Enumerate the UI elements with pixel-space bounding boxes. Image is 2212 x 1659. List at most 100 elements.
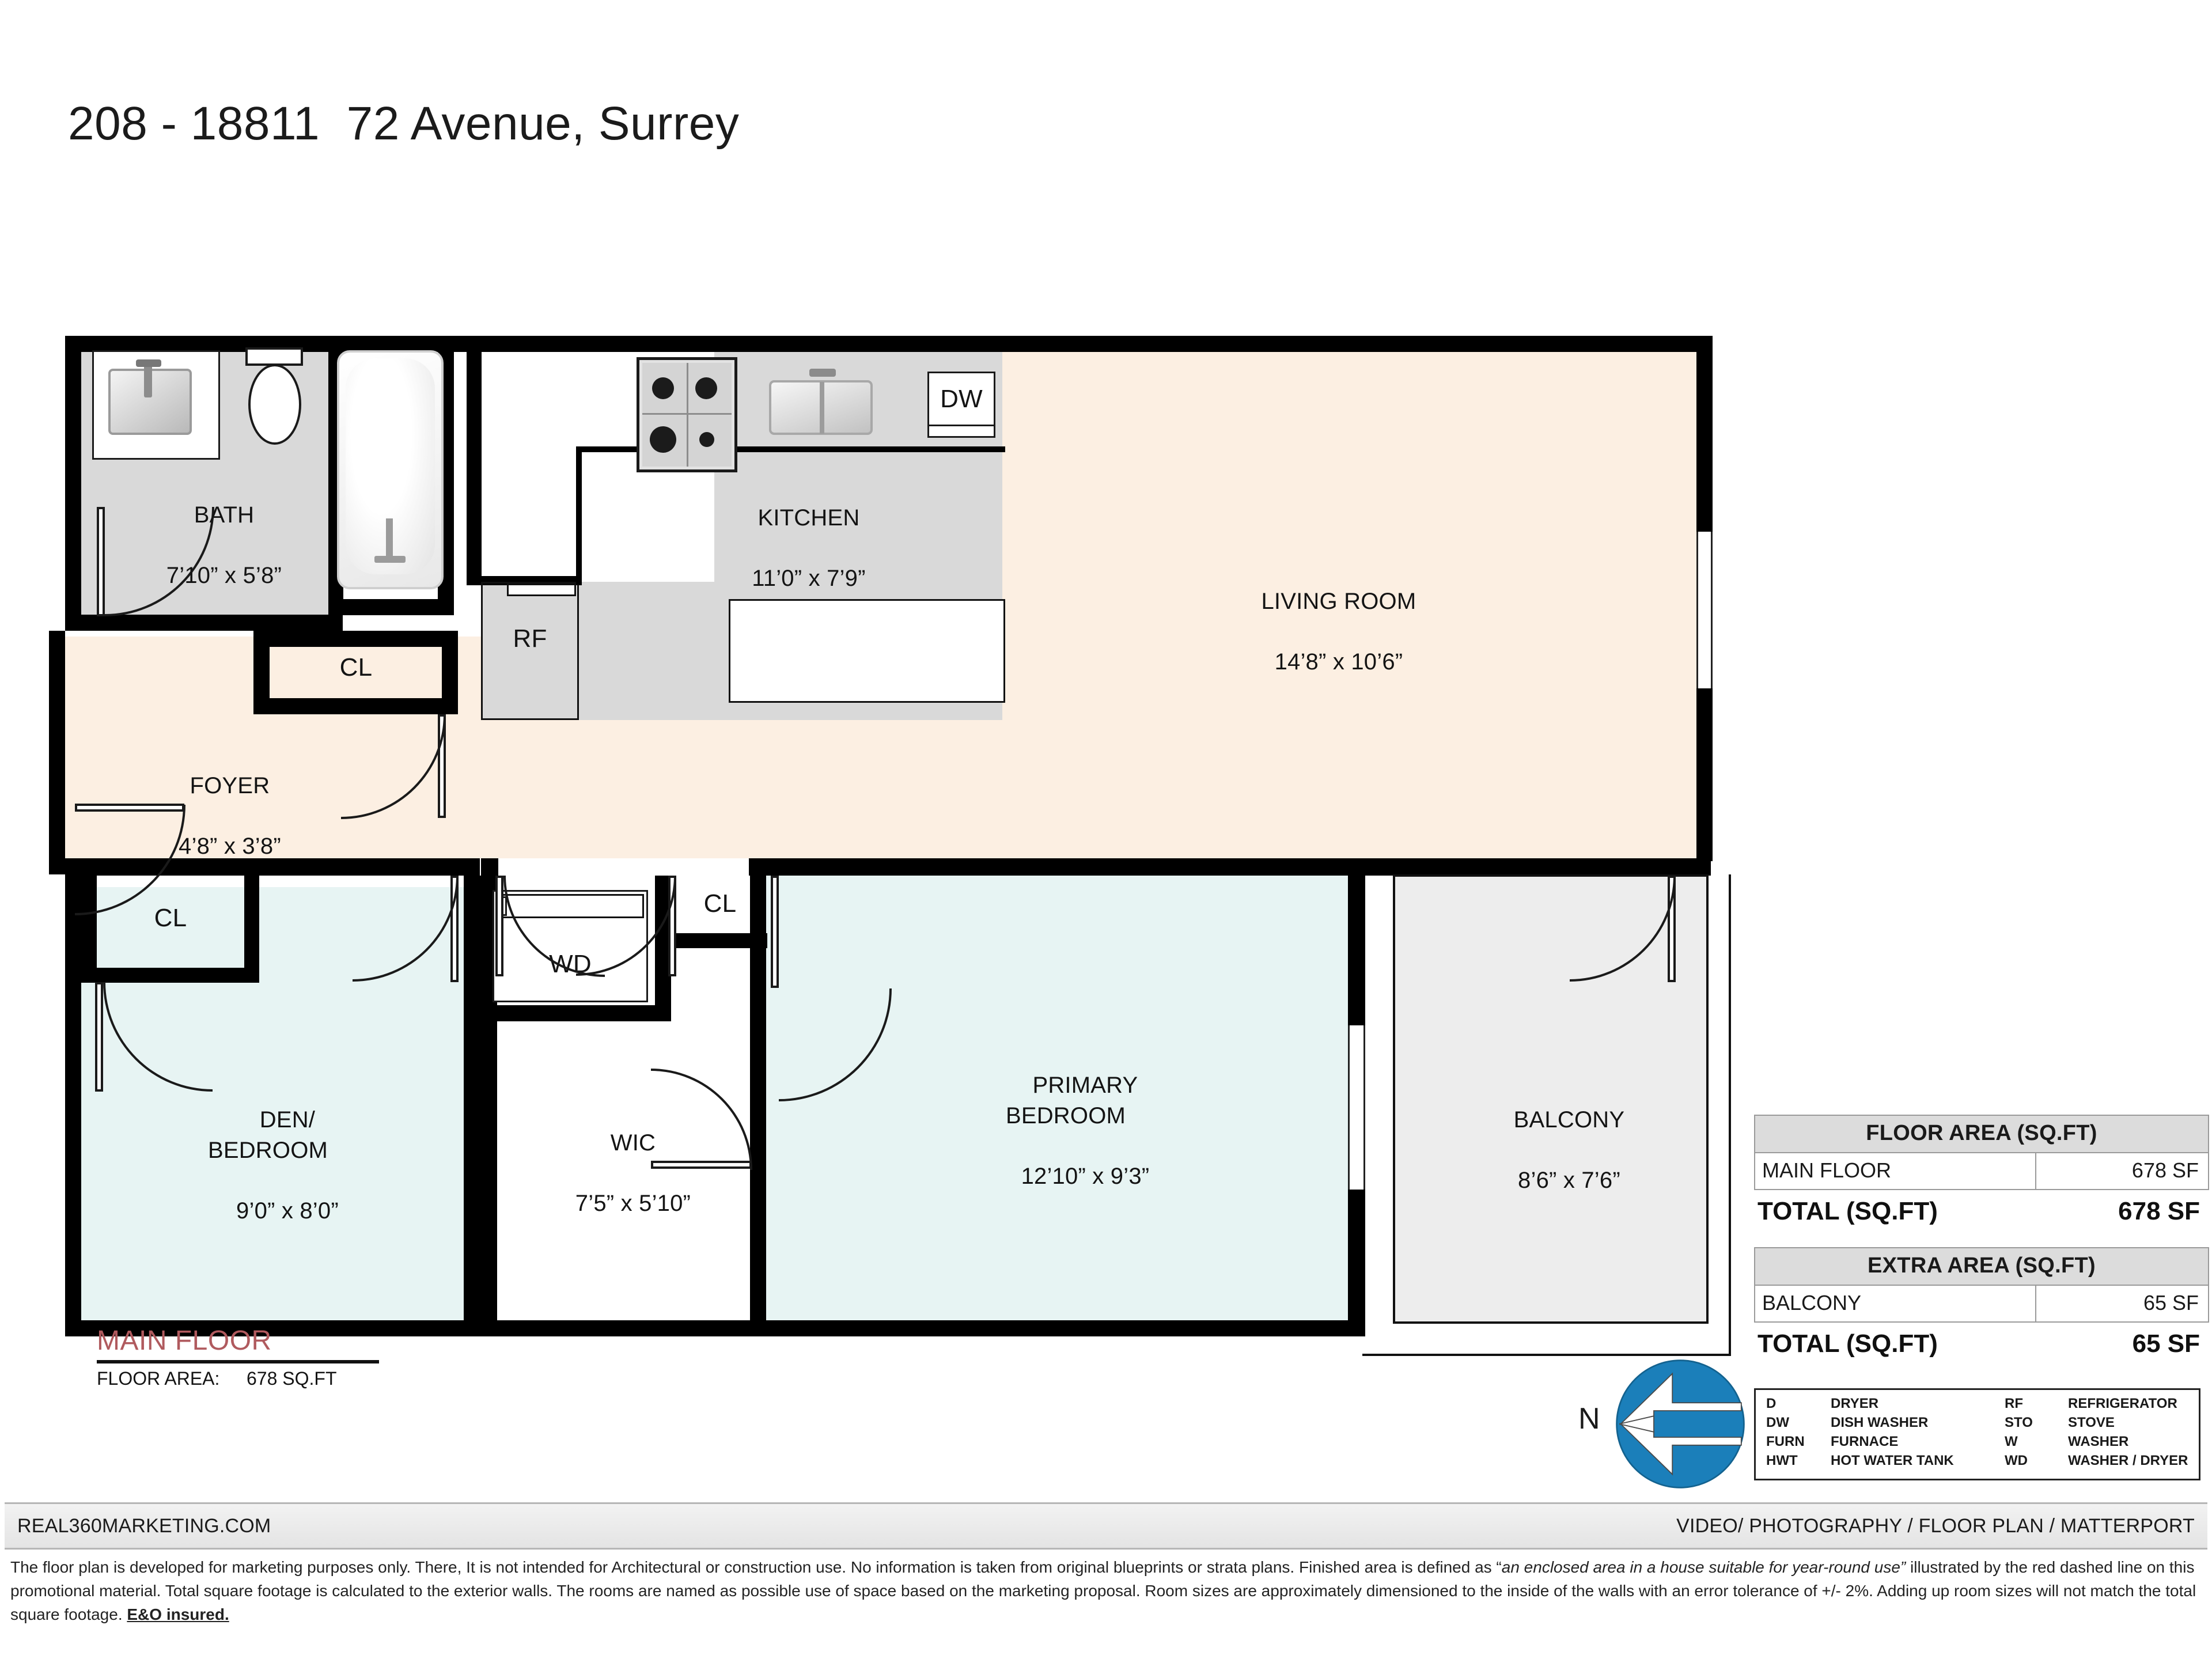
legend-key-furn: FURN	[1766, 1434, 1805, 1449]
extra-area-total-row: TOTAL (SQ.FT) 65 SF	[1754, 1323, 2209, 1361]
disclaimer-part-2: illustrated by the red dashed line on th…	[10, 1558, 2196, 1624]
wall-den-closet-bottom	[81, 968, 259, 983]
room-dims-balcony: 8’6” x 7’6”	[1518, 1168, 1620, 1194]
legend-val-furn: FURNACE	[1831, 1434, 1899, 1449]
room-name-kitchen: KITCHEN	[757, 505, 860, 531]
wall-exterior-bottom	[65, 1320, 1364, 1336]
extra-area-total-value: 65 SF	[2132, 1330, 2200, 1358]
room-label-primary: PRIMARY BEDROOM 12’10” x 9’3”	[864, 1040, 1267, 1222]
legend-val-wd: WASHER / DRYER	[2068, 1453, 2188, 1468]
dishwasher-icon	[927, 372, 995, 438]
room-dims-bath: 7’10” x 5’8”	[166, 563, 282, 589]
kitchen-counter-edge-top	[576, 446, 1005, 452]
room-label-wic: WIC 7’5” x 5’10”	[487, 1097, 740, 1249]
room-label-den: DEN/ BEDROOM 9’0” x 8’0”	[144, 1074, 392, 1257]
burner-4	[699, 432, 714, 447]
balcony-railing-inner	[1393, 874, 1709, 1324]
extra-area-table: EXTRA AREA (SQ.FT) BALCONY 65 SF TOTAL (…	[1754, 1247, 2209, 1361]
footer-bar: REAL360MARKETING.COM VIDEO/ PHOTOGRAPHY …	[5, 1502, 2207, 1550]
entry-door-leaf	[75, 804, 184, 812]
closet-label-den: CL	[154, 904, 187, 932]
sink-tap-bar-icon	[136, 359, 161, 367]
room-name-wic: WIC	[610, 1130, 656, 1156]
abbreviation-legend: D DRYER RF REFRIGERATOR DW DISH WASHER S…	[1754, 1388, 2200, 1480]
legend-key-w: W	[2005, 1434, 2018, 1449]
wall-primary-bedroom-top	[766, 858, 1364, 876]
toilet-tank	[245, 347, 303, 366]
refrigerator-handle	[507, 584, 576, 596]
kitchen-sink-divider	[820, 382, 824, 434]
wall-tub-bottom	[328, 599, 452, 615]
wall-hall-top-right	[749, 858, 767, 876]
wall-foyer-closet-right	[442, 631, 458, 714]
refrigerator-outline	[481, 582, 579, 720]
legend-row: HWT HOT WATER TANK WD WASHER / DRYER	[1766, 1453, 2199, 1472]
wall-wd-bottom	[481, 1005, 671, 1021]
room-name-bath: BATH	[194, 502, 255, 528]
bathtub-tap-bar-icon	[374, 556, 406, 563]
floor-area-row-main-value: 678 SF	[2035, 1153, 2208, 1189]
room-label-living: LIVING ROOM 14’8” x 10’6”	[1118, 556, 1521, 708]
floor-area-total-row: TOTAL (SQ.FT) 678 SF	[1754, 1190, 2209, 1228]
main-floor-caption-rule	[97, 1360, 379, 1363]
wall-balcony-top	[1348, 858, 1711, 876]
cooktop-grate-h	[642, 413, 732, 415]
wall-kitchen-left	[467, 336, 482, 584]
refrigerator-label: RF	[513, 624, 547, 653]
disclaimer-emphasis-2: E&O insured.	[127, 1605, 229, 1624]
extra-area-row-balcony-label: BALCONY	[1762, 1291, 1862, 1315]
room-dims-primary: 12’10” x 9’3”	[1021, 1164, 1150, 1190]
closet-label-hall: CL	[703, 889, 737, 918]
footer-services: VIDEO/ PHOTOGRAPHY / FLOOR PLAN / MATTER…	[1676, 1514, 2195, 1537]
primary-bedroom-fill	[766, 876, 1362, 1325]
legend-val-d: DRYER	[1831, 1396, 1879, 1411]
legend-key-hwt: HWT	[1766, 1453, 1798, 1468]
refrigerator-fill	[481, 582, 579, 720]
room-label-kitchen: KITCHEN 11’0” x 7’9”	[634, 472, 945, 624]
kitchen-faucet-icon	[809, 369, 836, 377]
extra-area-row-balcony: BALCONY 65 SF	[1754, 1286, 2209, 1323]
floor-area-total-value: 678 SF	[2118, 1197, 2200, 1225]
wall-foyer-closet-bottom	[253, 698, 458, 714]
toilet-bowl-icon	[248, 364, 301, 445]
main-floor-area-value: 678 SQ.FT	[247, 1368, 337, 1389]
wall-exterior-right-top	[1696, 336, 1713, 532]
room-dims-den: 9’0” x 8’0”	[236, 1198, 339, 1224]
legend-key-wd: WD	[2005, 1453, 2028, 1468]
wall-den-closet-left	[81, 876, 97, 982]
disclaimer-text: The floor plan is developed for marketin…	[10, 1555, 2205, 1626]
room-dims-kitchen: 11’0” x 7’9”	[752, 566, 866, 592]
wall-den-right	[464, 876, 481, 1325]
extra-area-row-balcony-value: 65 SF	[2035, 1286, 2208, 1321]
wall-foyer-closet-top	[253, 631, 458, 647]
room-label-foyer: FOYER 4’8” x 3’8”	[98, 740, 323, 892]
footer-website[interactable]: REAL360MARKETING.COM	[17, 1514, 271, 1537]
bathtub-faucet-icon	[386, 518, 393, 559]
legend-val-dw: DISH WASHER	[1831, 1415, 1929, 1430]
room-name-foyer: FOYER	[190, 772, 270, 798]
wall-balcony-divider-upper	[1348, 876, 1365, 1025]
legend-row: D DRYER RF REFRIGERATOR	[1766, 1396, 2199, 1415]
primary-bedroom-window	[1348, 1025, 1365, 1190]
balcony-fill	[1394, 864, 1708, 1322]
main-floor-caption-title: MAIN FLOOR	[97, 1325, 272, 1356]
den-closet-door-leaf	[95, 982, 103, 1092]
wall-balcony-divider-lower	[1348, 1190, 1365, 1336]
kitchen-island	[729, 599, 1005, 703]
floor-area-row-main: MAIN FLOOR 678 SF	[1754, 1153, 2209, 1190]
bath-door-leaf	[97, 507, 105, 616]
cooktop-grate-v	[687, 363, 688, 467]
room-label-balcony: BALCONY 8’6” x 7’6”	[1414, 1074, 1685, 1226]
closet-label-foyer: CL	[339, 653, 373, 681]
main-floor-caption: MAIN FLOOR FLOOR AREA: 678 SQ.FT	[97, 1325, 512, 1389]
living-room-window-right	[1696, 532, 1713, 688]
sink-faucet-icon	[144, 362, 152, 397]
legend-key-d: D	[1766, 1396, 1777, 1411]
room-name-living: LIVING ROOM	[1261, 588, 1416, 614]
legend-row: DW DISH WASHER STO STOVE	[1766, 1415, 2199, 1434]
room-name-den: DEN/ BEDROOM	[207, 1107, 328, 1163]
legend-val-w: WASHER	[2068, 1434, 2129, 1449]
floor-area-row-main-label: MAIN FLOOR	[1762, 1158, 1892, 1182]
wall-den-top	[65, 858, 480, 876]
